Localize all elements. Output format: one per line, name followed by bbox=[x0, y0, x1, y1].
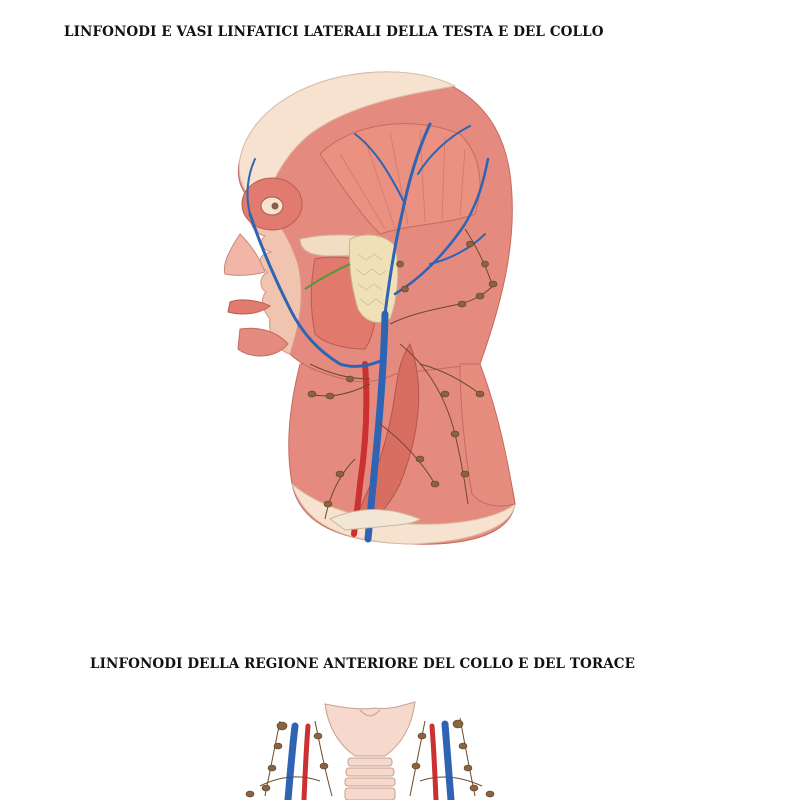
head-neck-lateral-illustration bbox=[180, 64, 520, 554]
left-jugular-vein bbox=[284, 722, 299, 800]
posterior-auricular-vein bbox=[393, 157, 490, 296]
left-carotid-artery bbox=[301, 723, 311, 800]
chin bbox=[237, 327, 289, 357]
trapezius bbox=[459, 363, 516, 507]
temporal-muscle bbox=[319, 123, 481, 235]
angular-vein bbox=[246, 158, 256, 215]
thyroid-cartilage bbox=[324, 701, 416, 757]
right-jugular-vein bbox=[441, 720, 455, 800]
temporal-branch-1 bbox=[354, 133, 406, 205]
section-title-anterior-neck-thorax: LINFONODI DELLA REGIONE ANTERIORE DEL CO… bbox=[90, 656, 636, 672]
lips bbox=[227, 299, 271, 315]
pupil bbox=[271, 202, 279, 210]
occipital-vein bbox=[429, 233, 486, 265]
larynx-notch bbox=[359, 709, 381, 717]
superficial-temporal-vein bbox=[383, 122, 432, 316]
facial-vein bbox=[248, 212, 387, 368]
temporal-branch-2 bbox=[417, 125, 471, 175]
facial-nerve-branch bbox=[304, 263, 351, 290]
anterior-neck-thorax-illustration bbox=[220, 696, 520, 800]
nose bbox=[223, 233, 266, 276]
clavicle bbox=[328, 509, 421, 531]
section-title-lateral-head-neck: LINFONODI E VASI LINFATICI LATERALI DELL… bbox=[64, 24, 604, 40]
right-carotid-artery bbox=[429, 723, 439, 800]
